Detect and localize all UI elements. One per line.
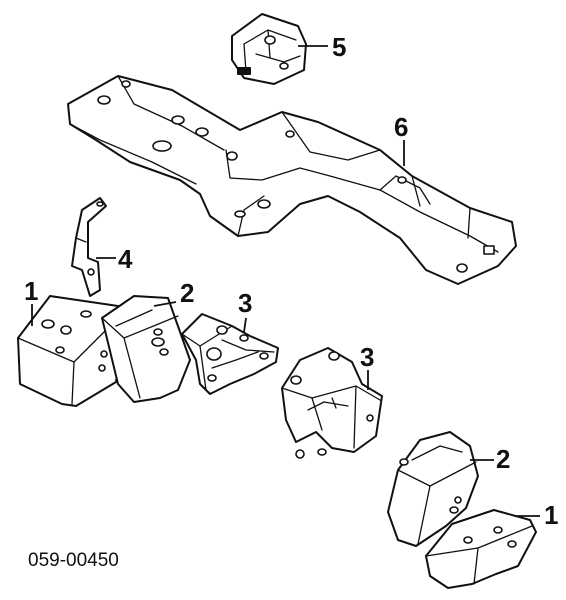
part-6-crossmember [67, 75, 517, 285]
callout-part-2-lower: 2 [496, 444, 510, 474]
callout-part-6: 6 [394, 112, 408, 142]
part-4-bracket [71, 197, 107, 297]
callout-part-3-lower: 3 [360, 342, 374, 372]
part-3-upper-bracket [181, 313, 279, 395]
leader-lines [31, 45, 540, 517]
part-3-lower-bracket [281, 347, 383, 459]
part-2-lower-pad [387, 431, 479, 547]
callout-part-4: 4 [118, 244, 133, 274]
part-2-upper-pad [101, 295, 191, 403]
part-1-lower-block [425, 509, 537, 589]
callout-part-3-upper: 3 [238, 288, 252, 318]
callout-part-5: 5 [332, 32, 346, 62]
callout-part-2-upper: 2 [180, 278, 194, 308]
part-5-upper-mount [231, 13, 307, 85]
callout-part-1-upper: 1 [24, 276, 38, 306]
diagram-code: 059-00450 [28, 550, 119, 571]
part-1-upper-block [17, 295, 125, 407]
callout-part-1-lower: 1 [544, 500, 558, 530]
callouts: 5 6 4 1 2 3 3 2 1 [24, 32, 558, 530]
